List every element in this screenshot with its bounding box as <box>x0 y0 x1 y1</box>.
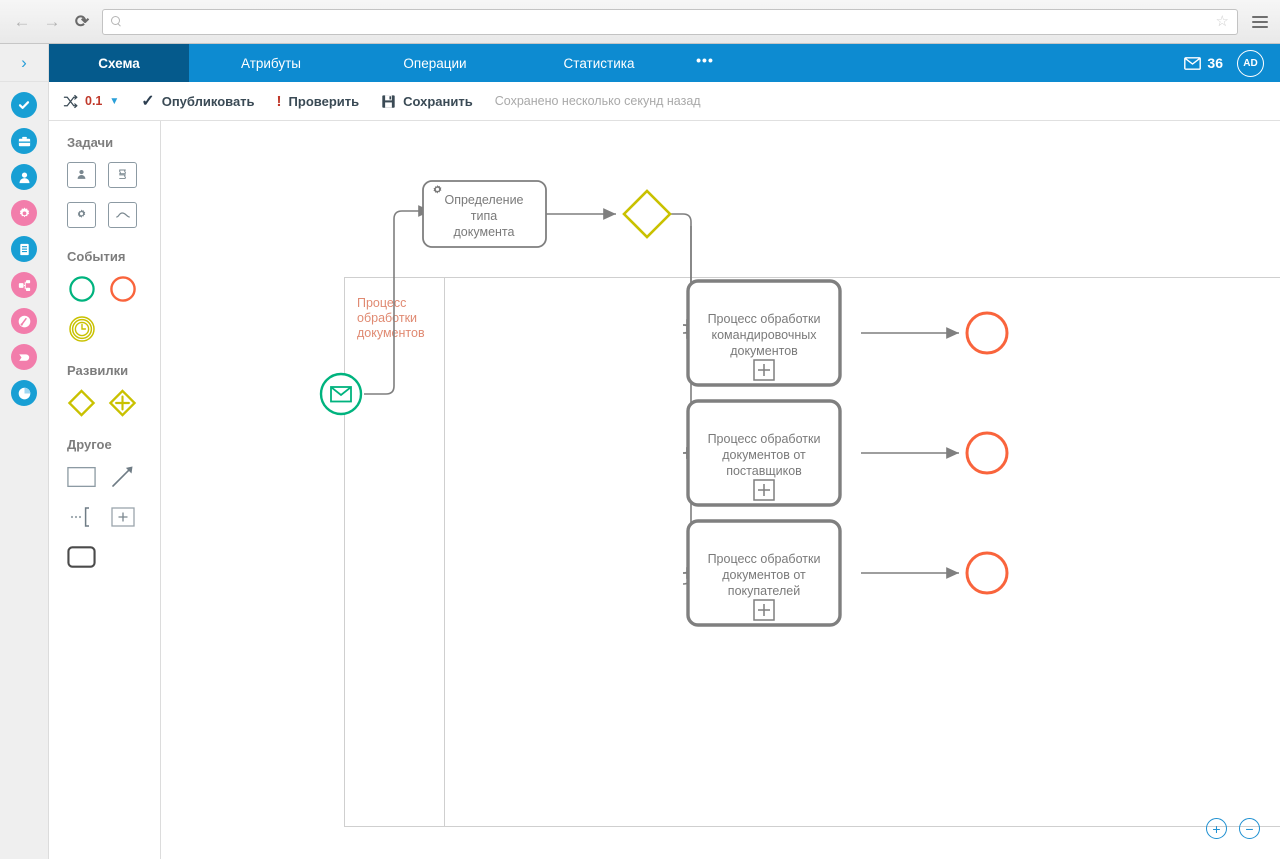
top-nav: Схема Атрибуты Операции Статистика ••• 3… <box>49 44 1280 82</box>
document-icon[interactable] <box>11 236 37 262</box>
rectangle-icon <box>67 466 96 487</box>
floppy-disk-icon <box>382 94 395 108</box>
briefcase-icon[interactable] <box>11 128 37 154</box>
pie-clock-icon[interactable] <box>11 380 37 406</box>
palette-item-timer-event[interactable] <box>67 314 96 343</box>
zoom-controls: + − <box>1206 818 1260 839</box>
palette-item-subprocess[interactable] <box>108 502 137 531</box>
palette-item-pool[interactable] <box>67 462 96 491</box>
palette-item-group[interactable] <box>67 542 96 571</box>
svg-text:документа: документа <box>454 225 515 239</box>
editor-body: Задачи <box>49 121 1280 859</box>
validate-button[interactable]: ! Проверить <box>277 93 360 110</box>
shuffle-icon <box>63 94 78 108</box>
tab-statistika[interactable]: Статистика <box>563 55 635 71</box>
save-label: Сохранить <box>403 93 473 109</box>
avatar[interactable]: AD <box>1237 49 1264 77</box>
save-status: Сохранено несколько секунд назад <box>494 94 701 108</box>
url-input[interactable] <box>129 13 1209 30</box>
palette-item-exclusive-gateway[interactable] <box>67 388 96 417</box>
diamond-icon <box>67 388 96 417</box>
palette-item-user-task[interactable] <box>67 160 96 189</box>
envelope-icon <box>1184 56 1202 70</box>
version-value: 0.1 <box>85 94 103 108</box>
palette-item-parallel-gateway[interactable] <box>108 388 137 417</box>
wave-task-icon <box>108 201 137 228</box>
end-event-circle-icon <box>109 275 136 302</box>
zoom-out-button[interactable]: − <box>1239 818 1260 839</box>
script-task-icon <box>108 161 137 188</box>
save-button[interactable]: Сохранить <box>381 94 473 109</box>
rounded-rectangle-icon <box>67 545 96 568</box>
arrow-icon <box>111 466 132 487</box>
palette-group-title: События <box>67 249 126 264</box>
timer-event-icon <box>68 315 95 342</box>
palette-group-other: Другое <box>67 437 160 571</box>
palette-item-service-task[interactable] <box>67 200 96 229</box>
diamond-plus-icon <box>108 388 137 417</box>
palette-group-events: События <box>67 249 160 343</box>
palette-item-annotation[interactable] <box>67 502 96 531</box>
palette-item-end-event[interactable] <box>108 274 137 303</box>
svg-text:типа: типа <box>471 209 497 223</box>
gauge-icon[interactable] <box>11 308 37 334</box>
search-icon <box>111 16 122 27</box>
exclamation-icon: ! <box>276 92 282 110</box>
reload-icon[interactable]: ⟳ <box>74 12 90 31</box>
user-icon[interactable] <box>11 164 37 190</box>
publish-button[interactable]: ✓ Опубликовать <box>141 91 254 111</box>
zoom-in-button[interactable]: + <box>1206 818 1227 839</box>
diagram-canvas[interactable]: Процесс обработки документов <box>161 121 1280 859</box>
editor-toolbar: 0.1 ▼ ✓ Опубликовать ! Проверить Сохрани… <box>49 82 1280 121</box>
tab-atributy[interactable]: Атрибуты <box>240 55 301 71</box>
main-column: Схема Атрибуты Операции Статистика ••• 3… <box>49 44 1280 859</box>
bpmn-pool[interactable]: Процесс обработки документов <box>344 277 1280 827</box>
check-circle-icon[interactable] <box>11 92 37 118</box>
publish-label: Опубликовать <box>161 93 255 109</box>
app-shell: › Схема Атриб <box>0 44 1280 859</box>
forward-icon[interactable]: → <box>43 12 61 31</box>
palette-group-tasks: Задачи <box>67 135 160 229</box>
tab-overflow-menu[interactable]: ••• <box>696 52 714 68</box>
annotation-bracket-icon <box>70 506 89 527</box>
user-task-icon <box>67 161 96 188</box>
tab-shema[interactable]: Схема <box>49 44 189 82</box>
messages-indicator[interactable]: 36 <box>1184 55 1223 71</box>
palette-item-script-task[interactable] <box>108 160 137 189</box>
shape-palette: Задачи <box>49 121 161 859</box>
hamburger-menu-icon[interactable] <box>1252 15 1268 28</box>
chevron-down-icon: ▼ <box>109 95 120 107</box>
top-nav-right: 36 AD <box>1184 44 1280 82</box>
palette-item-connector[interactable] <box>108 462 137 491</box>
palette-group-title: Развилки <box>67 363 129 378</box>
back-icon[interactable]: ← <box>13 12 31 31</box>
left-icon-rail: › <box>0 44 49 859</box>
palette-group-gateways: Развилки <box>67 363 160 417</box>
tab-operacii[interactable]: Операции <box>403 55 467 71</box>
svg-text:Определение: Определение <box>444 193 523 207</box>
gear-task-icon <box>67 201 96 228</box>
gear-icon[interactable] <box>11 200 37 226</box>
send-icon[interactable] <box>11 344 37 370</box>
start-event-circle-icon <box>68 275 95 302</box>
version-selector[interactable]: 0.1 ▼ <box>63 94 119 109</box>
plus-box-icon <box>110 506 135 527</box>
sitemap-icon[interactable] <box>11 272 37 298</box>
star-icon[interactable]: ☆ <box>1215 13 1229 30</box>
messages-count: 36 <box>1207 55 1223 71</box>
rail-expand-toggle[interactable]: › <box>0 44 48 82</box>
check-icon: ✓ <box>141 93 155 110</box>
gateway-node[interactable] <box>622 189 672 239</box>
pool-label: Процесс обработки документов <box>345 278 445 826</box>
validate-label: Проверить <box>288 93 360 109</box>
url-bar[interactable]: ☆ <box>102 8 1238 35</box>
palette-group-title: Другое <box>67 437 112 452</box>
browser-toolbar: ← → ⟳ ☆ <box>0 0 1280 44</box>
palette-item-start-event[interactable] <box>67 274 96 303</box>
task-node[interactable]: Определение типа документа <box>422 180 547 248</box>
palette-item-send-task[interactable] <box>108 200 137 229</box>
palette-group-title: Задачи <box>67 135 114 150</box>
